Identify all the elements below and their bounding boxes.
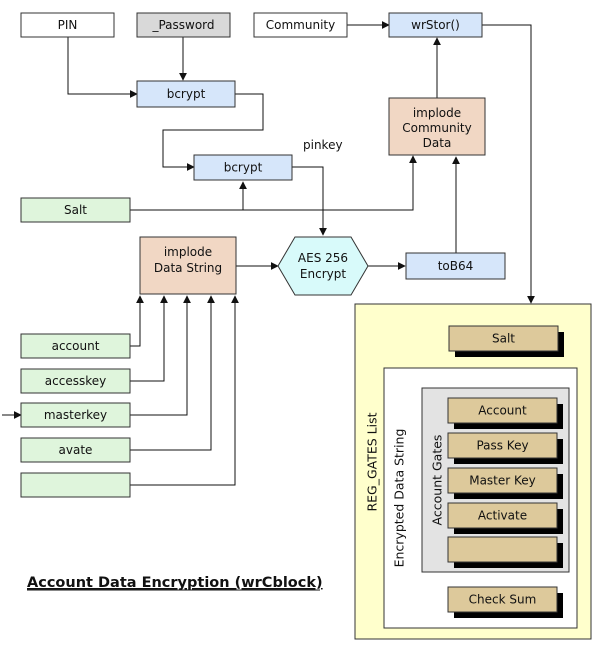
masterkey-to-implode-arrow bbox=[130, 295, 191, 416]
salt-label: Salt bbox=[64, 203, 87, 217]
accesskey-to-implode-arrow bbox=[130, 295, 168, 382]
salt-input-node: Salt bbox=[20, 197, 131, 223]
bcrypt-label-1: bcrypt bbox=[167, 87, 206, 101]
pin-to-bcrypt-arrow bbox=[67, 37, 138, 98]
account-gates-label: Account Gates bbox=[430, 435, 445, 526]
gate-masterkey-label: Master Key bbox=[469, 474, 536, 488]
storage-salt-node: Salt bbox=[448, 325, 564, 357]
implode-community-line-2: Community bbox=[402, 121, 471, 135]
avate-to-implode-arrow bbox=[130, 295, 215, 451]
checksum-node: Check Sum bbox=[447, 586, 563, 618]
aes-line-2: Encrypt bbox=[300, 267, 346, 281]
tob64-node: toB64 bbox=[405, 252, 506, 280]
gate-account-label: Account bbox=[478, 404, 527, 418]
wrstor-label: wrStor() bbox=[411, 18, 460, 32]
implode-community-node: implode Community Data bbox=[388, 97, 486, 156]
implode-data-node: implode Data String bbox=[139, 236, 237, 295]
bcrypt-label-2: bcrypt bbox=[224, 161, 263, 175]
field-accesskey-node: accesskey bbox=[20, 368, 131, 394]
wrstor-node: wrStor() bbox=[388, 12, 483, 38]
reg-gates-panel: REG_GATES List Salt Encrypted Data Strin… bbox=[354, 303, 592, 640]
bcrypt-node-1: bcrypt bbox=[136, 80, 236, 108]
field-avate-label: avate bbox=[59, 443, 93, 457]
field-masterkey-label: masterkey bbox=[44, 408, 107, 422]
bcrypt-node-2: bcrypt bbox=[193, 154, 293, 181]
aes-line-1: AES 256 bbox=[298, 251, 348, 265]
bcrypt-chain-arrow bbox=[162, 93, 264, 171]
account-to-implode-arrow bbox=[130, 295, 144, 347]
pinkey-to-aes-arrow bbox=[292, 166, 327, 236]
community-input-node: Community bbox=[253, 12, 348, 38]
aes-encrypt-node: AES 256 Encrypt bbox=[277, 236, 369, 296]
pinkey-label: pinkey bbox=[303, 138, 343, 152]
gate-activate-label: Activate bbox=[478, 509, 527, 523]
blank-field-to-implode-arrow bbox=[130, 295, 239, 486]
implode-community-line-3: Data bbox=[423, 136, 452, 150]
salt-to-implode-community-arrow bbox=[130, 155, 417, 211]
gate-masterkey-node: Master Key bbox=[447, 467, 563, 499]
tob64-label: toB64 bbox=[438, 259, 474, 273]
storage-salt-label: Salt bbox=[492, 332, 515, 346]
field-accesskey-label: accesskey bbox=[45, 374, 106, 388]
field-avate-node: avate bbox=[20, 437, 131, 463]
encrypted-data-string-label: Encrypted Data String bbox=[392, 429, 407, 568]
gate-blank-node bbox=[447, 536, 563, 568]
password-label: _Password bbox=[151, 18, 214, 32]
gate-passkey-label: Pass Key bbox=[476, 439, 528, 453]
field-masterkey-node: masterkey bbox=[20, 402, 131, 428]
gate-account-node: Account bbox=[447, 397, 563, 429]
checksum-label: Check Sum bbox=[469, 593, 537, 607]
wrstor-to-storage-arrow bbox=[482, 24, 535, 304]
implode-community-line-1: implode bbox=[413, 106, 461, 120]
connectors bbox=[2, 21, 535, 486]
password-input-node: _Password bbox=[136, 12, 231, 38]
field-blank-node bbox=[20, 472, 131, 498]
gate-activate-node: Activate bbox=[447, 502, 563, 534]
field-account-node: account bbox=[20, 333, 131, 359]
gate-passkey-node: Pass Key bbox=[447, 432, 563, 464]
implode-data-line-2: Data String bbox=[154, 261, 222, 275]
pin-input-node: PIN bbox=[20, 12, 115, 38]
pin-label: PIN bbox=[58, 18, 78, 32]
reg-gates-list-label: REG_GATES List bbox=[365, 412, 380, 511]
diagram-title: Account Data Encryption (wrCblock) bbox=[27, 575, 323, 591]
community-label: Community bbox=[266, 18, 335, 32]
implode-data-line-1: implode bbox=[164, 245, 212, 259]
field-account-label: account bbox=[52, 339, 100, 353]
